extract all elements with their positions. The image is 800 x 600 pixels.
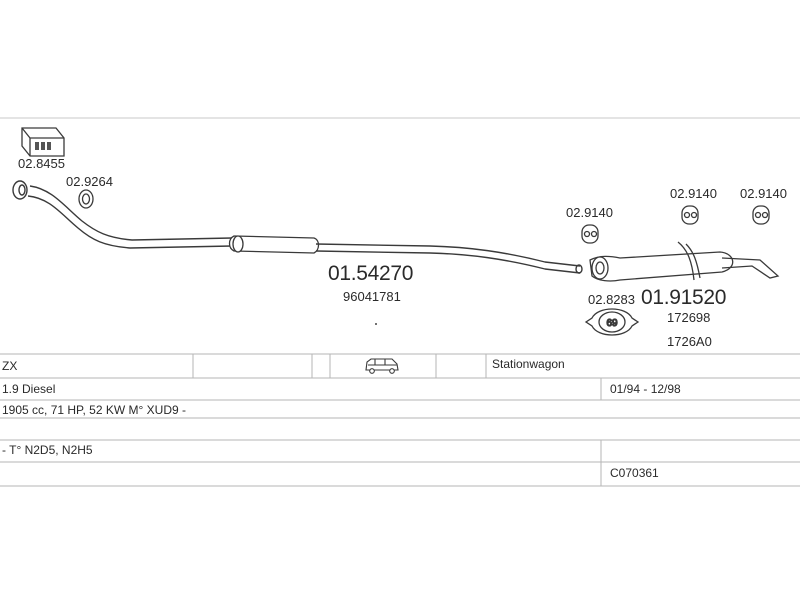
application-table [0, 353, 800, 487]
label-clamp-ring: 02.8283 [588, 292, 635, 307]
rear-silencer [589, 241, 780, 282]
gasket-icon [78, 189, 94, 209]
cell-engine: 1.9 Diesel [2, 382, 55, 396]
clamp-ring-size: 69 [606, 318, 618, 329]
cell-years: 01/94 - 12/98 [610, 382, 681, 396]
dot-mark [375, 323, 377, 325]
cell-types: - T° N2D5, N2H5 [2, 443, 93, 457]
connecting-pipe [315, 243, 583, 274]
hanger-icon-c [752, 205, 770, 225]
label-rear-oem-2: 1726A0 [667, 334, 712, 349]
label-hanger-c: 02.9140 [740, 186, 787, 201]
middle-silencer [228, 235, 320, 254]
front-pipe [12, 180, 233, 249]
cell-code: C070361 [610, 466, 659, 480]
hanger-icon-a [581, 224, 599, 244]
cell-body-type: Stationwagon [492, 357, 565, 371]
label-rear-oem-1: 172698 [667, 310, 710, 325]
cell-model: ZX [2, 359, 17, 373]
hanger-icon-b [681, 205, 699, 225]
label-clamp-box: 02.8455 [18, 156, 65, 171]
cell-specs: 1905 cc, 71 HP, 52 KW M° XUD9 - [2, 403, 186, 417]
clamp-box-icon [21, 127, 65, 157]
label-middle-pipe: 01.54270 [328, 262, 413, 285]
label-hanger-a: 02.9140 [566, 205, 613, 220]
label-hanger-b: 02.9140 [670, 186, 717, 201]
station-wagon-icon [365, 358, 399, 374]
label-middle-oem: 96041781 [343, 289, 401, 304]
label-gasket: 02.9264 [66, 174, 113, 189]
label-rear-silencer: 01.91520 [641, 286, 726, 309]
clamp-ring-icon: 69 [584, 308, 640, 336]
